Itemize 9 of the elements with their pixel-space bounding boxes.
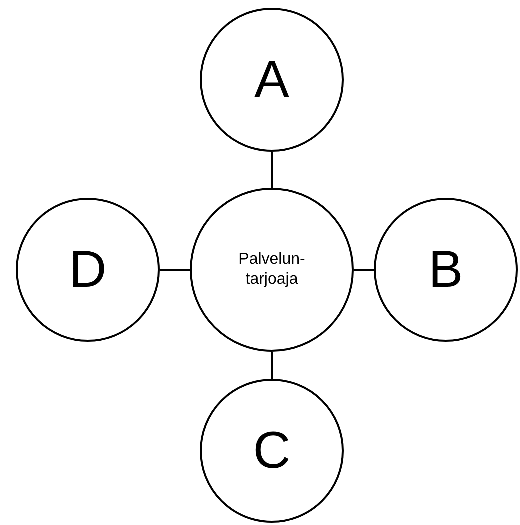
- node-label: B: [428, 240, 464, 300]
- node-label: A: [254, 50, 290, 110]
- node-label: D: [69, 240, 107, 300]
- node-label: Palvelun-tarjoaja: [238, 250, 306, 290]
- connector-line: [354, 269, 374, 271]
- connector-line: [271, 152, 273, 188]
- node-label: C: [253, 420, 291, 482]
- connector-line: [160, 269, 190, 271]
- connector-line: [271, 352, 273, 379]
